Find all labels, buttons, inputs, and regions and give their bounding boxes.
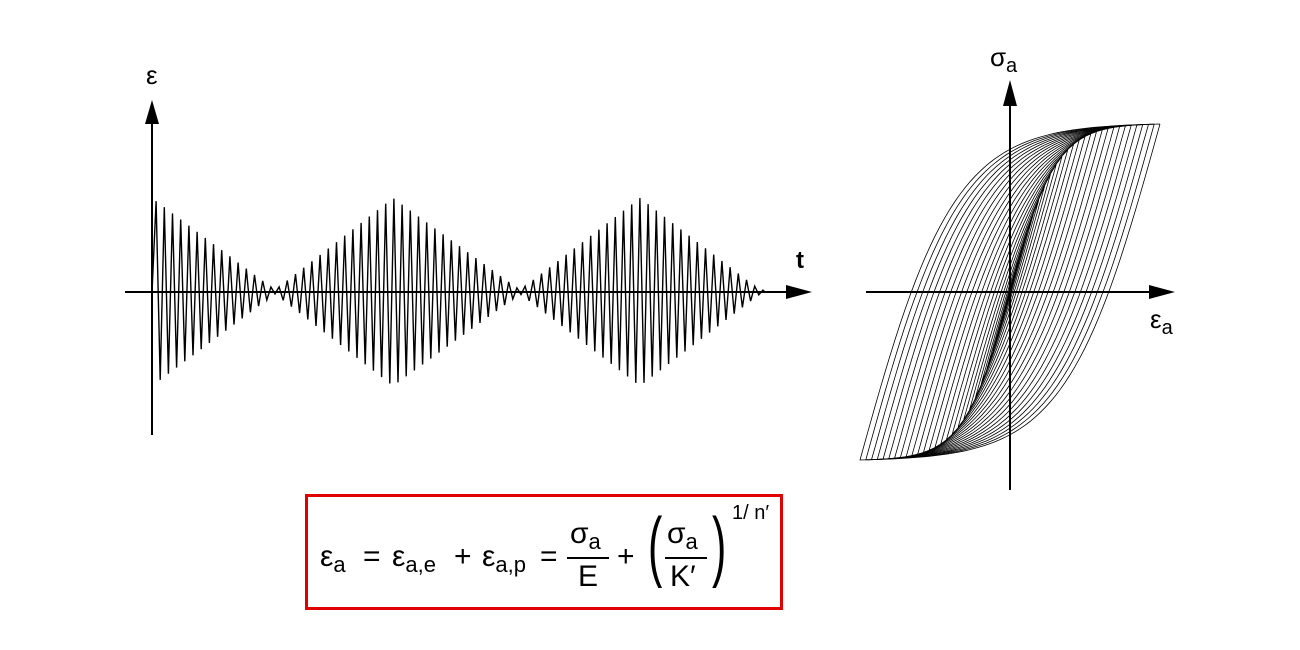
fraction-bar — [567, 557, 609, 559]
sub-ae: a,e — [405, 552, 436, 577]
sigma-axis-arrow-icon — [1003, 80, 1017, 106]
equals-sign: = — [540, 540, 558, 573]
time-axis-label: t — [796, 247, 804, 274]
sub-a: a — [685, 529, 698, 554]
hysteresis-loop — [859, 123, 1161, 461]
eps-symbol: ε — [392, 540, 406, 573]
fraction-bar — [665, 557, 707, 559]
eps-symbol: ε — [320, 540, 334, 573]
time-axis-arrow-icon — [786, 285, 812, 299]
epsilon-axis-arrow-icon — [145, 100, 159, 124]
sub-ap: a,p — [495, 552, 526, 577]
equals-sign: = — [363, 540, 381, 573]
plus-sign: + — [454, 540, 472, 573]
plastic-term: εa,p — [482, 540, 526, 577]
epsilon-axis-label: ε — [146, 60, 158, 90]
right-paren: ) — [712, 501, 727, 589]
sigma-axis-label: σa — [990, 42, 1018, 77]
sub-a: a — [333, 552, 346, 577]
sigma-symbol: σ — [667, 517, 686, 550]
strength-coefficient: K′ — [670, 560, 696, 593]
hysteresis-loops — [859, 123, 1161, 461]
elastic-term: εa,e — [392, 540, 436, 577]
strain-time-plot: ε t — [125, 60, 812, 435]
eps-symbol: ε — [482, 540, 496, 573]
strain-signal-curve — [151, 198, 766, 384]
strain-axis-label: εa — [1150, 304, 1174, 339]
sub-a: a — [588, 529, 601, 554]
exponent: 1/ n′ — [732, 502, 770, 524]
formula-box — [305, 494, 783, 610]
fraction-numerator: σa — [570, 517, 601, 554]
left-paren: ( — [648, 501, 663, 589]
modulus-e: E — [578, 560, 599, 593]
fraction-numerator: σa — [667, 517, 698, 554]
formula-lhs: εa — [320, 540, 346, 577]
sigma-symbol: σ — [570, 517, 589, 550]
plus-sign: + — [617, 540, 635, 573]
hysteresis-plot: σa εa — [859, 42, 1175, 490]
strain-axis-arrow-icon — [1149, 285, 1175, 299]
